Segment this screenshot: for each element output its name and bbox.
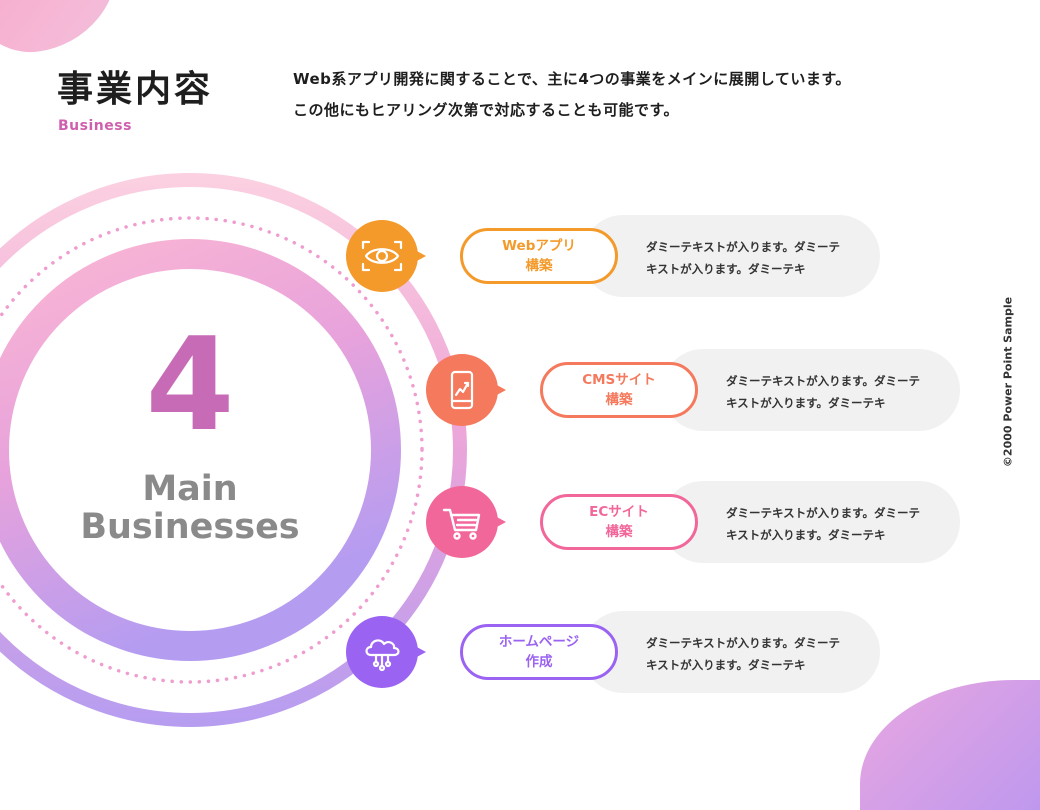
business-label-web-app: Webアプリ 構築 bbox=[460, 228, 618, 284]
description-pill bbox=[582, 611, 880, 693]
description-line-1: ダミーテキストが入ります。ダミーテ bbox=[726, 506, 921, 520]
center-label: Main Businesses bbox=[70, 470, 310, 546]
description-text: ダミーテキストが入ります。ダミーテ キストが入ります。ダミーテキ bbox=[646, 632, 840, 676]
label-line-2: 構築 bbox=[605, 392, 633, 408]
center-disc bbox=[10, 270, 370, 630]
copyright-text: ©2000 Power Point Sample bbox=[1001, 296, 1015, 468]
description-line-2: キストが入ります。ダミーテキ bbox=[646, 262, 806, 276]
business-label-cms: CMSサイト 構築 bbox=[540, 362, 698, 418]
page-subtitle: Business bbox=[58, 118, 132, 134]
label-line-2: 作成 bbox=[525, 654, 553, 670]
business-label-homepage: ホームページ 作成 bbox=[460, 624, 618, 680]
label-line-2: 構築 bbox=[605, 524, 633, 540]
business-count: 4 bbox=[145, 311, 235, 460]
circle-diagram bbox=[0, 173, 467, 727]
label-line-1: Webアプリ bbox=[502, 238, 576, 254]
inner-ring bbox=[0, 239, 401, 661]
intro-line-1: Web系アプリ開発に関することで、主に4つの事業をメインに展開しています。 bbox=[293, 70, 851, 88]
outer-ring bbox=[0, 173, 467, 727]
intro-line-2: この他にもヒアリング次第で対応することも可能です。 bbox=[293, 101, 680, 119]
description-line-1: ダミーテキストが入ります。ダミーテ bbox=[726, 374, 921, 388]
center-label-line-1: Main bbox=[142, 469, 238, 509]
intro-text: Web系アプリ開発に関することで、主に4つの事業をメインに展開しています。 この… bbox=[293, 64, 943, 126]
label-line-1: CMSサイト bbox=[582, 372, 656, 388]
eye-icon bbox=[346, 220, 418, 292]
description-line-1: ダミーテキストが入ります。ダミーテ bbox=[646, 240, 841, 254]
description-text: ダミーテキストが入ります。ダミーテ キストが入ります。ダミーテキ bbox=[726, 502, 920, 546]
label-line-2: 構築 bbox=[525, 258, 553, 274]
description-line-2: キストが入ります。ダミーテキ bbox=[726, 396, 886, 410]
description-line-2: キストが入ります。ダミーテキ bbox=[646, 658, 806, 672]
description-pill bbox=[662, 349, 960, 431]
description-pill bbox=[662, 481, 960, 563]
description-line-1: ダミーテキストが入ります。ダミーテ bbox=[646, 636, 841, 650]
dotted-ring bbox=[0, 216, 424, 684]
label-line-1: ホームページ bbox=[498, 634, 580, 650]
business-label-ec: ECサイト 構築 bbox=[540, 494, 698, 550]
center-label-line-2: Businesses bbox=[80, 507, 300, 547]
page-title: 事業内容 bbox=[57, 69, 214, 110]
label-line-1: ECサイト bbox=[589, 504, 649, 520]
description-text: ダミーテキストが入ります。ダミーテ キストが入ります。ダミーテキ bbox=[726, 370, 920, 414]
description-pill bbox=[582, 215, 880, 297]
smartphone-chart-icon bbox=[426, 354, 498, 426]
description-text: ダミーテキストが入ります。ダミーテ キストが入ります。ダミーテキ bbox=[646, 236, 840, 280]
shopping-cart-icon bbox=[426, 486, 498, 558]
cloud-network-icon bbox=[346, 616, 418, 688]
description-line-2: キストが入ります。ダミーテキ bbox=[726, 528, 886, 542]
